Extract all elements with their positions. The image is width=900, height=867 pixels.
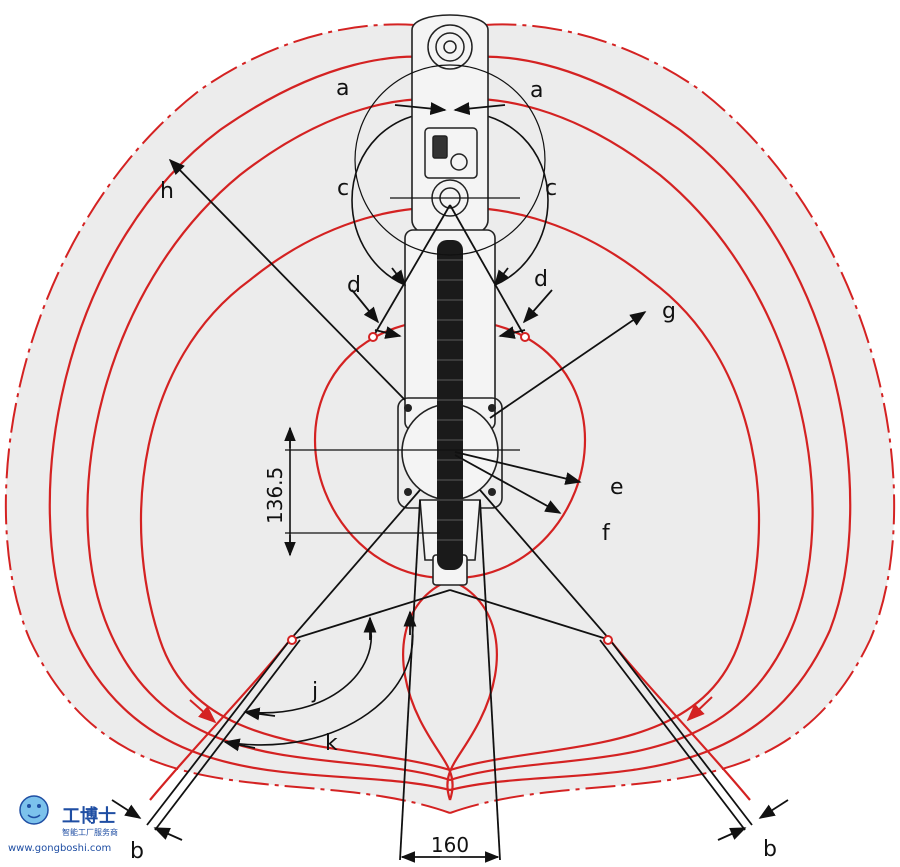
- label-d-left: d: [347, 273, 361, 298]
- dimension-160-label: 160: [431, 833, 469, 857]
- joint-large: [354, 64, 546, 256]
- watermark-url: www.gongboshi.com: [8, 843, 111, 854]
- joint-markers: [287, 332, 613, 645]
- cable-chain: [437, 240, 463, 570]
- label-j: j: [311, 679, 318, 704]
- watermark-brand: 工博士: [62, 805, 116, 827]
- arrow-b-left-bottom: [153, 827, 183, 841]
- cable-chain-ribs: [437, 259, 463, 541]
- arrow-c-left: [390, 267, 406, 287]
- arrow-e: [454, 451, 582, 485]
- watermark-mascot-icon: [19, 795, 49, 825]
- label-f: f: [602, 521, 611, 546]
- watermark-tagline: 智能工厂服务商: [62, 827, 118, 837]
- wrist-mid: [435, 32, 465, 62]
- label-b-right: b: [763, 837, 777, 862]
- connector-panel: [424, 127, 478, 179]
- arrow-g: [489, 311, 647, 419]
- arrow-c-right: [494, 267, 510, 287]
- wrist-outer: [427, 24, 473, 70]
- arc-j: [244, 624, 373, 714]
- label-b-left: b: [130, 839, 144, 864]
- arrow-d-left: [351, 289, 380, 324]
- arrow-a-right: [453, 102, 506, 115]
- label-d-right: d: [534, 267, 548, 292]
- arrow-d-right: [522, 289, 553, 324]
- arrow-j-end: [243, 707, 276, 721]
- arrow-f: [454, 454, 562, 514]
- label-g: g: [662, 299, 676, 324]
- label-c-right: c: [545, 176, 557, 201]
- arrow-d-inner-right: [498, 326, 526, 339]
- base-bolts: [404, 404, 496, 496]
- outer-envelope-right: [449, 23, 896, 814]
- outer-envelope: [4, 23, 451, 814]
- centerlines: [285, 197, 520, 534]
- connector-round: [450, 153, 468, 171]
- watermark: 工博士 智能工厂服务商 www.gongboshi.com: [8, 795, 118, 854]
- arrow-d-inner-left: [374, 326, 402, 339]
- arc-c-right: [459, 111, 549, 286]
- label-a-right: a: [530, 78, 543, 103]
- envelope-arrow-right: [686, 696, 713, 722]
- limit-lines: [146, 204, 753, 861]
- arrow-b-left-top: [111, 799, 142, 819]
- dimension-arrows: [111, 102, 789, 841]
- connector-socket: [432, 135, 448, 159]
- robot-body: [397, 14, 503, 586]
- label-a-left: a: [336, 76, 349, 101]
- arrow-h: [168, 158, 406, 401]
- arrow-b-right-top: [758, 799, 789, 819]
- label-c-left: c: [337, 176, 349, 201]
- envelope-arrow-left: [189, 699, 217, 724]
- wrist-inner: [443, 40, 457, 54]
- dimension-136-label: 136.5: [263, 467, 287, 524]
- arrow-a-left: [394, 102, 447, 115]
- label-e: e: [610, 475, 624, 500]
- envelope-lobe-right: [446, 578, 498, 801]
- arc-c-left: [351, 111, 441, 286]
- label-k: k: [325, 731, 338, 756]
- arrow-k-end: [223, 738, 256, 752]
- arrow-b-right-bottom: [717, 827, 747, 841]
- label-h: h: [160, 179, 174, 204]
